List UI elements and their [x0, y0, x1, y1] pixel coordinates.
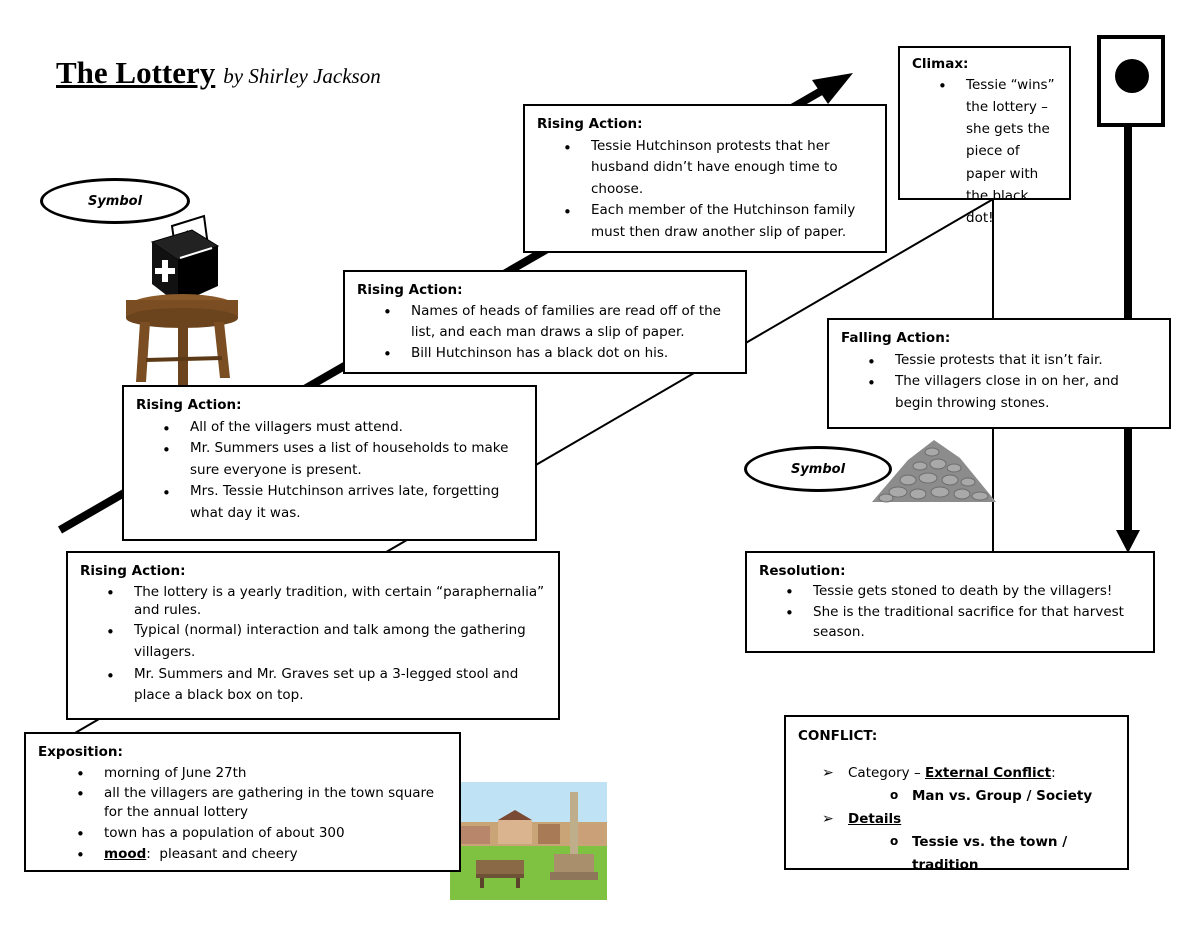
- conflict-list: Category – External Conflict: Man vs. Gr…: [798, 762, 1115, 877]
- rising-action-4-list: Tessie Hutchinson protests that her husb…: [537, 136, 873, 244]
- exposition-box: Exposition: morning of June 27th all the…: [24, 732, 461, 872]
- rising-action-4-item-1: Tessie Hutchinson protests that her husb…: [563, 136, 873, 201]
- conflict-category: Category – External Conflict: Man vs. Gr…: [822, 762, 1115, 808]
- rising-action-box-1: Rising Action: The lottery is a yearly t…: [66, 551, 560, 720]
- rising-action-3-list: Names of heads of families are read off …: [357, 301, 733, 366]
- rising-action-1-item-3: Mr. Summers and Mr. Graves set up a 3-le…: [106, 664, 546, 707]
- climax-box: Climax: Tessie “wins” the lottery – she …: [898, 46, 1071, 226]
- exposition-item-mood: mood: pleasant and cheery: [76, 844, 447, 867]
- falling-action-item-1: Tessie protests that it isn’t fair.: [867, 350, 1157, 374]
- rising-action-1-item-1: The lottery is a yearly tradition, with …: [106, 583, 546, 621]
- conflict-details-sub-item: Tessie vs. the town / tradition: [890, 831, 1115, 877]
- rising-action-2-item-3: Mrs. Tessie Hutchinson arrives late, for…: [162, 481, 523, 524]
- rising-action-2-item-2: Mr. Summers uses a list of households to…: [162, 438, 523, 481]
- exposition-item-1: morning of June 27th: [76, 763, 447, 786]
- conflict-details: Details Tessie vs. the town / tradition: [822, 808, 1115, 877]
- exposition-heading: Exposition:: [38, 744, 123, 760]
- rising-action-4-item-2: Each member of the Hutchinson family mus…: [563, 200, 873, 243]
- rising-action-arrowhead: [812, 73, 853, 104]
- symbol-label-right: Symbol: [744, 446, 892, 492]
- resolution-box: Resolution: Tessie gets stoned to death …: [745, 551, 1155, 653]
- black-dot-square: [1097, 35, 1165, 127]
- rising-action-1-list: The lottery is a yearly tradition, with …: [80, 583, 546, 707]
- rising-action-2-item-1: All of the villagers must attend.: [162, 417, 523, 441]
- rising-action-1-heading: Rising Action:: [80, 563, 186, 579]
- resolution-list: Tessie gets stoned to death by the villa…: [759, 581, 1141, 642]
- conflict-details-sublist: Tessie vs. the town / tradition: [848, 831, 1115, 877]
- symbol-label-left: Symbol: [40, 178, 190, 224]
- climax-list: Tessie “wins” the lottery – she gets the…: [912, 74, 1057, 230]
- rising-action-box-4: Rising Action: Tessie Hutchinson protest…: [523, 104, 887, 253]
- climax-heading: Climax:: [912, 56, 969, 72]
- title-main: The Lottery: [56, 55, 216, 90]
- page-title: The Lottery by Shirley Jackson: [56, 55, 381, 91]
- resolution-heading: Resolution:: [759, 563, 846, 579]
- title-byline: by Shirley Jackson: [223, 64, 381, 88]
- rising-action-3-item-2: Bill Hutchinson has a black dot on his.: [383, 343, 733, 366]
- conflict-category-prefix: Category –: [848, 764, 925, 781]
- resolution-item-1: Tessie gets stoned to death by the villa…: [785, 581, 1141, 604]
- conflict-category-sublist: Man vs. Group / Society: [848, 785, 1115, 808]
- falling-action-box: Falling Action: Tessie protests that it …: [827, 318, 1171, 429]
- resolution-item-2: She is the traditional sacrifice for tha…: [785, 602, 1141, 643]
- town-square-photo: [450, 782, 607, 900]
- climax-item-1: Tessie “wins” the lottery – she gets the…: [938, 74, 1057, 230]
- rising-action-box-3: Rising Action: Names of heads of familie…: [343, 270, 747, 374]
- mood-label: mood: [104, 845, 147, 862]
- black-dot-icon: [1115, 59, 1149, 93]
- exposition-item-3: town has a population of about 300: [76, 823, 447, 846]
- stool-with-ballot-box-image: ✖: [126, 214, 238, 388]
- conflict-heading: CONFLICT:: [798, 728, 878, 744]
- rising-action-1-item-2: Typical (normal) interaction and talk am…: [106, 620, 546, 663]
- conflict-category-suffix: :: [1051, 764, 1056, 781]
- falling-action-list: Tessie protests that it isn’t fair. The …: [841, 350, 1157, 415]
- falling-action-item-2: The villagers close in on her, and begin…: [867, 371, 1157, 414]
- rising-action-box-2: Rising Action: All of the villagers must…: [122, 385, 537, 541]
- rising-action-2-heading: Rising Action:: [136, 397, 242, 413]
- conflict-category-value: External Conflict: [925, 764, 1052, 781]
- conflict-category-sub-item: Man vs. Group / Society: [890, 785, 1115, 808]
- rising-action-2-list: All of the villagers must attend. Mr. Su…: [136, 417, 523, 525]
- rising-action-4-heading: Rising Action:: [537, 116, 643, 132]
- rising-action-3-heading: Rising Action:: [357, 282, 463, 298]
- mood-text: : pleasant and cheery: [146, 845, 298, 862]
- conflict-details-label: Details: [848, 810, 902, 827]
- exposition-list: morning of June 27th all the villagers a…: [38, 763, 447, 867]
- exposition-item-2: all the villagers are gathering in the t…: [76, 784, 447, 823]
- conflict-box: CONFLICT: Category – External Conflict: …: [784, 715, 1129, 873]
- falling-action-arrowhead: [1116, 530, 1140, 553]
- rising-action-3-item-1: Names of heads of families are read off …: [383, 301, 733, 343]
- pile-of-stones-image: [872, 440, 996, 503]
- falling-action-heading: Falling Action:: [841, 330, 951, 346]
